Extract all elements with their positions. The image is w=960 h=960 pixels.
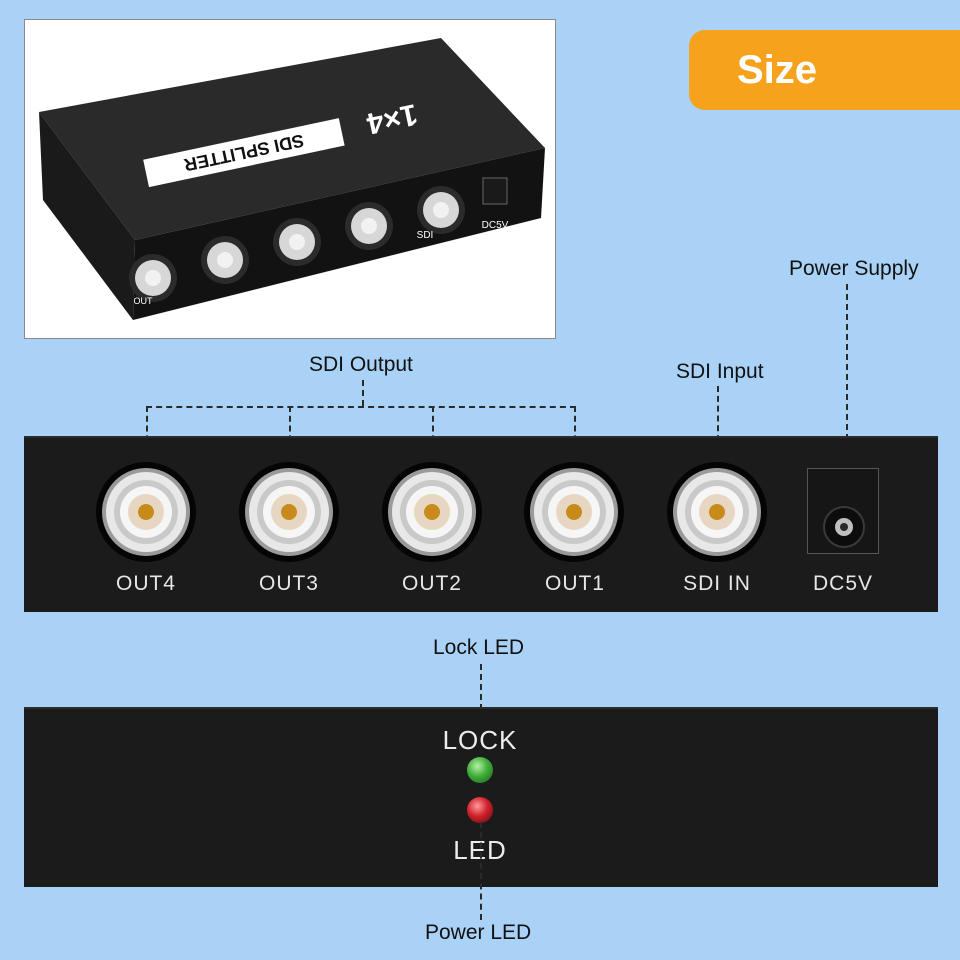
sdi-output-bracket — [146, 406, 576, 408]
port-label-out2: OUT2 — [401, 572, 462, 595]
port-label-sdi-in: SDI IN — [683, 572, 751, 595]
photo-out-label: OUT — [134, 296, 154, 306]
bnc-connector-sdi-in — [667, 462, 767, 562]
port-label-out3: OUT3 — [258, 572, 319, 595]
photo-sdi-label: SDI — [417, 230, 434, 241]
port-label-out1: OUT1 — [544, 572, 605, 595]
lock-label: LOCK — [442, 725, 518, 755]
power-supply-leader — [846, 284, 848, 500]
power-led-indicator — [467, 797, 493, 823]
bnc-connector-out2 — [382, 462, 482, 562]
power-led-leader — [480, 822, 482, 920]
dc-power-jack — [807, 468, 879, 554]
power-led-callout: Power LED — [425, 921, 532, 944]
power-supply-callout: Power Supply — [789, 257, 919, 280]
sdi-input-callout: SDI Input — [676, 360, 764, 383]
size-badge: Size — [689, 30, 960, 110]
lock-led-callout: Lock LED — [433, 636, 525, 659]
bnc-connector-out4 — [96, 462, 196, 562]
bnc-connector-out1 — [524, 462, 624, 562]
port-label-dc5v: DC5V — [812, 572, 874, 595]
back-panel: OUT4 OUT3 OUT2 OUT1 SDI — [24, 436, 938, 612]
bnc-connector-out3 — [239, 462, 339, 562]
led-label: LED — [453, 835, 507, 865]
lock-led-indicator — [467, 757, 493, 783]
sdi-output-callout: SDI Output — [309, 353, 413, 376]
photo-dc-label: DC5V — [482, 220, 509, 231]
sdi-output-connector — [362, 380, 364, 406]
port-label-out4: OUT4 — [115, 572, 176, 595]
size-badge-title: Size — [737, 47, 818, 92]
product-photo: SDI SPLITTER 1×4 DC5V SDI OUT — [24, 19, 556, 339]
